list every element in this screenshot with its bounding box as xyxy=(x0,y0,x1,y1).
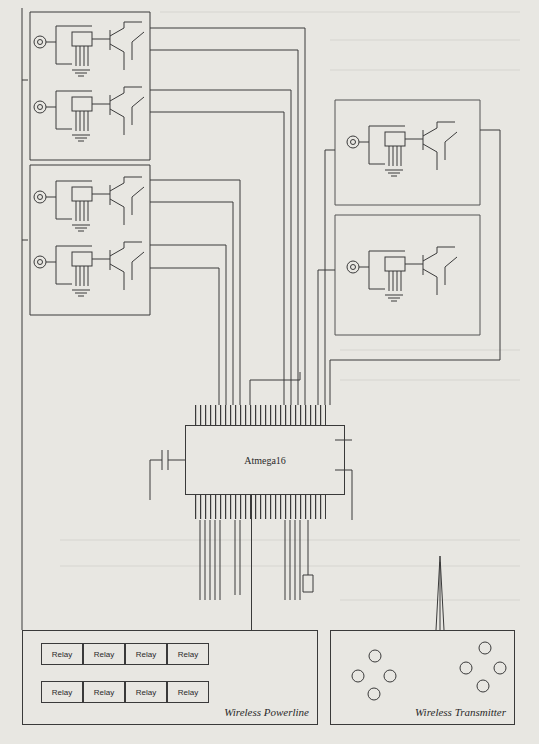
node-label: Relay xyxy=(168,650,208,659)
node-label: Relay xyxy=(126,688,166,697)
page-bleed xyxy=(60,12,520,600)
powerline-panel: Wireless PowerlineRelayRelayRelayRelayRe… xyxy=(22,630,318,725)
transmitter-buttons xyxy=(352,642,506,700)
relay-button: Relay xyxy=(41,681,83,703)
node-label: Wireless Powerline xyxy=(224,706,309,718)
relay-button: Relay xyxy=(167,681,209,703)
node-label: Relay xyxy=(42,650,82,659)
node-label: Relay xyxy=(84,688,124,697)
relay-button: Relay xyxy=(125,643,167,665)
relay-button: Relay xyxy=(167,643,209,665)
transmitter-box: Wireless Transmitter xyxy=(330,630,515,725)
microcontroller-box: Atmega16 xyxy=(185,425,345,495)
schematic-wires xyxy=(22,8,500,630)
node-label: Relay xyxy=(168,688,208,697)
relay-button: Relay xyxy=(83,643,125,665)
relay-symbols xyxy=(34,22,457,301)
node-label: Relay xyxy=(84,650,124,659)
node-label: Wireless Transmitter xyxy=(415,706,506,718)
relay-button: Relay xyxy=(41,643,83,665)
node-label: Atmega16 xyxy=(186,455,344,466)
wire-connector xyxy=(251,495,252,630)
node-label: Relay xyxy=(126,650,166,659)
node-label: Relay xyxy=(42,688,82,697)
relay-button: Relay xyxy=(83,681,125,703)
relay-button: Relay xyxy=(125,681,167,703)
